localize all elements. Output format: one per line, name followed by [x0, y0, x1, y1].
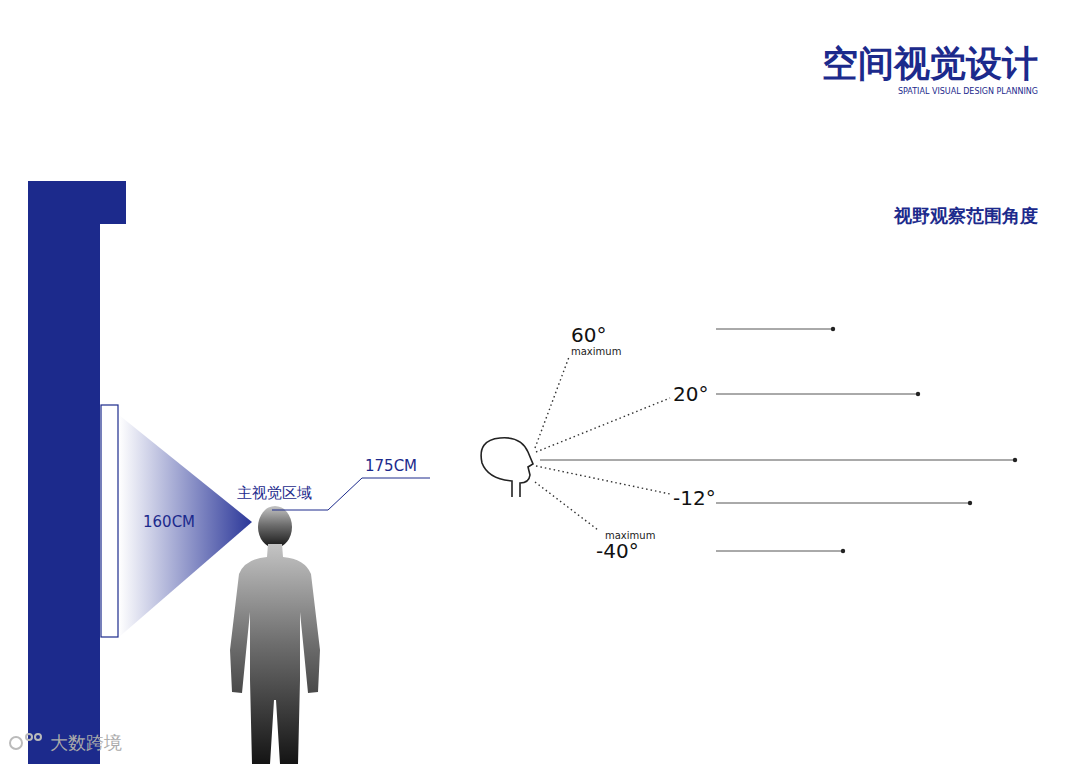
section-heading: 视野观察范围角度: [894, 206, 1038, 226]
angle-label: -40°: [596, 540, 639, 562]
head-profile: [481, 438, 533, 497]
display-panel: [101, 405, 118, 637]
subtitle: SPATIAL VISUAL DESIGN PLANNING: [898, 88, 1038, 97]
line-end-dots: [831, 327, 1017, 553]
angle-label: 60°: [571, 324, 606, 346]
reference-lines: [540, 329, 1015, 551]
wall: [28, 181, 126, 764]
zone-label: 主视觉区域: [237, 485, 312, 502]
watermark: 大数跨境: [50, 733, 122, 753]
angle-note: maximum: [571, 346, 621, 357]
height-dimension: 175CM: [365, 458, 417, 475]
sight-lines: [535, 357, 670, 530]
angle-label: -12°: [673, 487, 716, 509]
angle-label: 20°: [673, 383, 708, 405]
watermark-logo: [10, 734, 41, 749]
view-cone: [119, 415, 252, 637]
page-title: 空间视觉设计: [822, 44, 1038, 84]
height-dimension: 160CM: [143, 514, 195, 531]
person-silhouette: [230, 506, 320, 764]
